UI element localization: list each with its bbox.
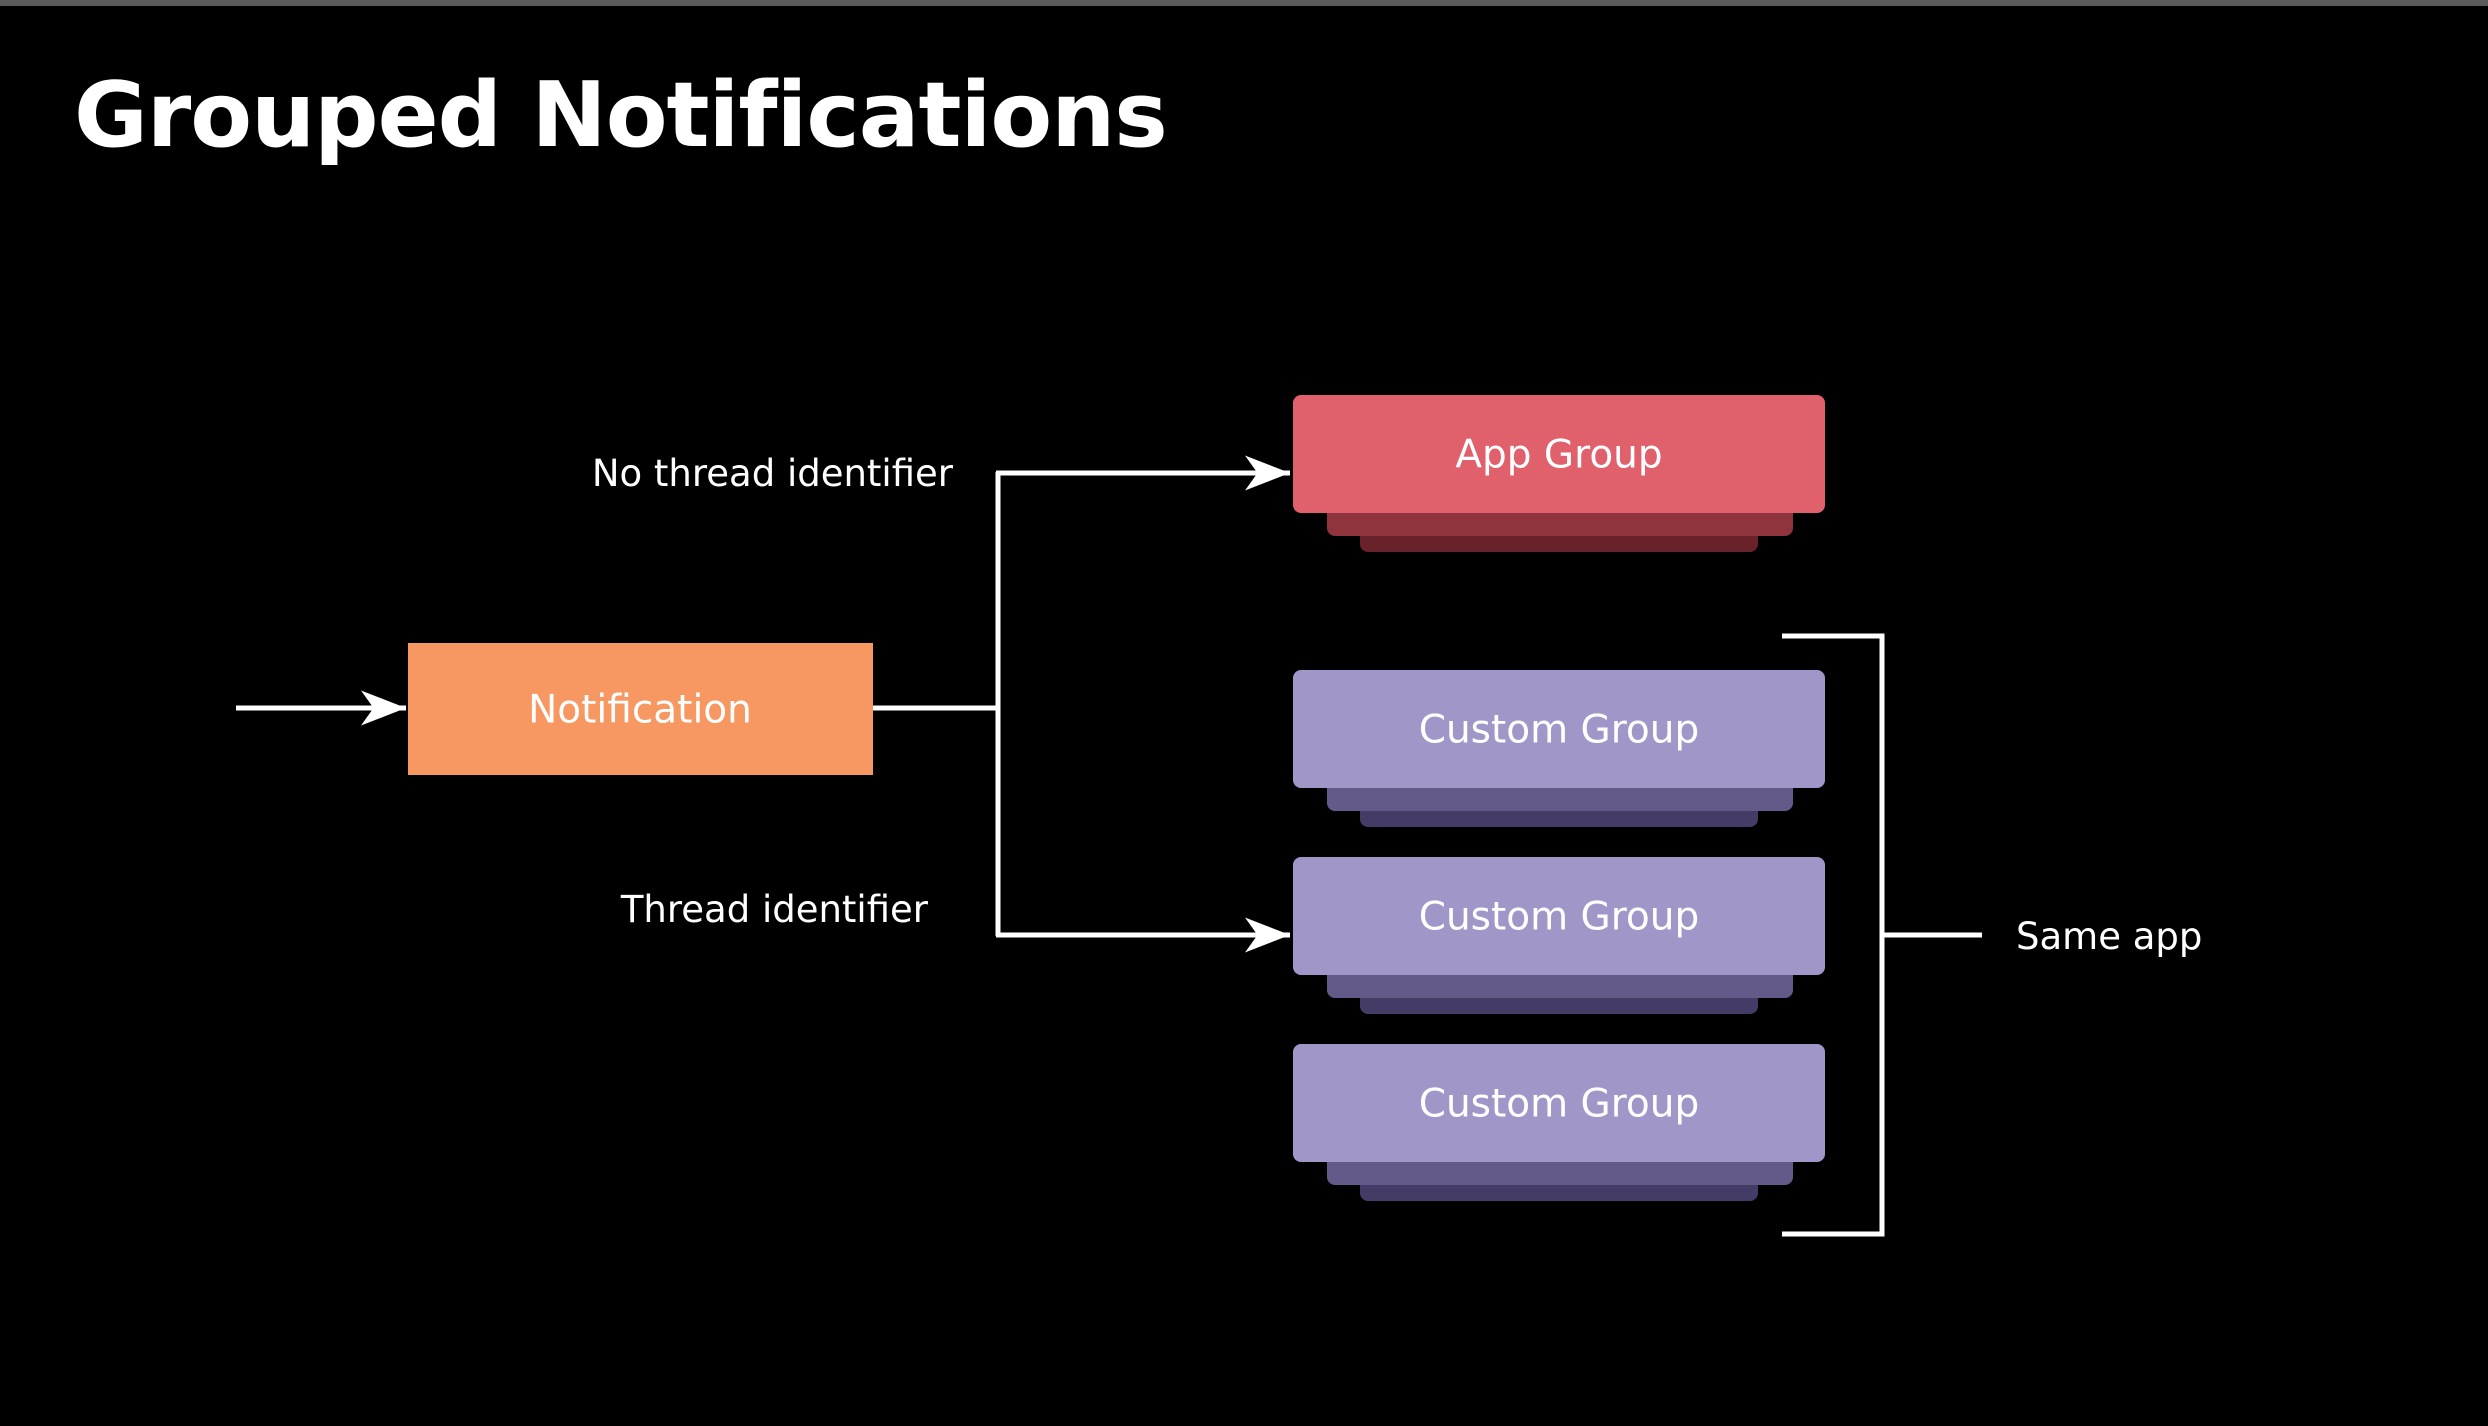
- thread-identifier-label: Thread identifier: [620, 888, 928, 931]
- custom-group-node-3: [1293, 1044, 1825, 1162]
- custom-group-stack-3: [1293, 1044, 1825, 1201]
- app-group-node: [1293, 395, 1825, 513]
- app-group-label: App Group: [1455, 432, 1663, 478]
- custom-group-label-1: Custom Group: [1418, 707, 1700, 753]
- no-thread-identifier-label: No thread identifier: [591, 452, 953, 495]
- app-group-stack: [1293, 395, 1825, 552]
- custom-group-label-3: Custom Group: [1418, 1081, 1700, 1127]
- window-top-bar: [0, 0, 2488, 6]
- same-app-label: Same app: [2016, 915, 2203, 958]
- custom-group-node-2: [1293, 857, 1825, 975]
- custom-group-stack-2: [1293, 857, 1825, 1014]
- slide-title: Grouped Notifications: [74, 63, 1168, 168]
- custom-group-stack-1: [1293, 670, 1825, 827]
- notification-label: Notification: [528, 687, 752, 733]
- notification-node: [408, 643, 873, 775]
- custom-group-label-2: Custom Group: [1418, 894, 1700, 940]
- custom-group-node-1: [1293, 670, 1825, 788]
